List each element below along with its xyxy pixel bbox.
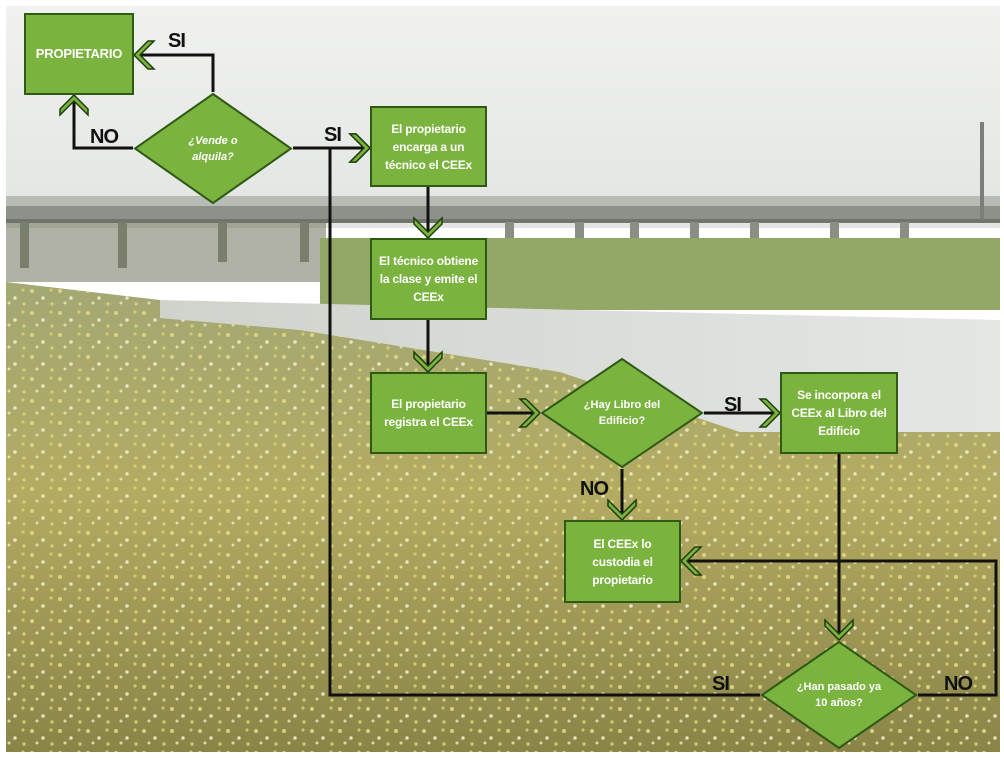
decision-han-pasado: ¿Han pasado ya 10 años? <box>760 640 918 750</box>
decision-hay-libro: ¿Hay Libro del Edificio? <box>540 357 704 469</box>
node-encarga-tecnico-label: El propietario encarga a un técnico el C… <box>384 121 473 172</box>
node-registra: El propietario registra el CEEx <box>370 372 487 454</box>
edge-label-si-mid: SI <box>324 124 342 146</box>
edge-vende-si-to-propietario-arrowhead-icon <box>132 40 156 70</box>
edge-han-pasado-no-to-custodia-arrowhead-icon <box>679 546 703 576</box>
edge-label-no-bottom: NO <box>944 673 973 695</box>
edge-label-si-top: SI <box>168 30 186 52</box>
edge-han-pasado-no-to-custodia <box>681 559 998 697</box>
edge-label-si-libro: SI <box>724 394 742 416</box>
decision-vende-alquila: ¿Vende o alquila? <box>133 92 293 205</box>
node-tecnico-obtiene: El técnico obtiene la clase y emite el C… <box>370 238 487 320</box>
edge-vende-si-to-propietario <box>134 53 215 92</box>
node-encarga-tecnico: El propietario encarga a un técnico el C… <box>370 106 487 187</box>
edge-label-no-left: NO <box>90 126 119 148</box>
node-propietario: PROPIETARIO <box>24 13 134 95</box>
edge-han-pasado-si-to-encarga <box>328 146 760 697</box>
edge-label-no-libro: NO <box>580 478 609 500</box>
edge-vende-no-to-propietario-arrowhead-icon <box>59 93 89 117</box>
edge-incorpora-to-han-pasado-arrowhead-icon <box>824 618 854 642</box>
edge-vende-no-to-propietario <box>72 95 133 150</box>
edge-registra-to-hay-libro-arrowhead-icon <box>518 398 542 428</box>
node-incorpora: Se incorpora el CEEx al Libro del Edific… <box>780 372 898 454</box>
node-custodia: El CEEx lo custodia el propietario <box>564 520 681 603</box>
node-registra-label: El propietario registra el CEEx <box>384 397 473 429</box>
edge-label-si-bottom: SI <box>712 673 730 695</box>
node-custodia-label: El CEEx lo custodia el propietario <box>592 536 653 587</box>
node-incorpora-label: Se incorpora el CEEx al Libro del Edific… <box>791 388 887 438</box>
node-tecnico-obtiene-label: El técnico obtiene la clase y emite el C… <box>378 254 479 304</box>
node-propietario-label: PROPIETARIO <box>35 46 123 61</box>
